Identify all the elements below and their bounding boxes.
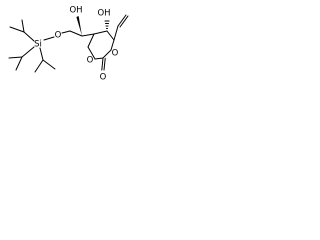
atom-label-carbonyl-oxygen: O bbox=[100, 73, 107, 83]
carbonyl-double-bond bbox=[101, 57, 106, 71]
atom-label-ring-oxygen-right: O bbox=[112, 49, 119, 59]
atom-label-silyl-oxygen: O bbox=[55, 31, 62, 41]
si-o-bond bbox=[43, 36, 55, 41]
atom-label-ring-oxygen-left: O bbox=[87, 56, 94, 66]
atom-label-silicon: Si bbox=[34, 40, 42, 50]
wedge-bond-upper-oh bbox=[76, 16, 82, 36]
aldehyde-group bbox=[113, 14, 129, 41]
isopropyl-lower-right bbox=[34, 47, 56, 73]
atom-label-oh-upper: OH bbox=[69, 6, 82, 16]
dioxane-ring bbox=[87, 30, 115, 60]
chOH-ring-bond bbox=[81, 33, 95, 37]
o-ch2-bond bbox=[61, 30, 71, 34]
ch2-chOH-bond bbox=[69, 30, 83, 37]
isopropyl-upper-left bbox=[9, 19, 35, 42]
atom-label-oh-lower: OH bbox=[97, 9, 110, 19]
chemical-structure-diagram: OH OH O Si O O O bbox=[8, 6, 129, 83]
isopropyl-lower-left bbox=[8, 46, 35, 71]
hash-bond-lower-oh bbox=[104, 20, 110, 29]
